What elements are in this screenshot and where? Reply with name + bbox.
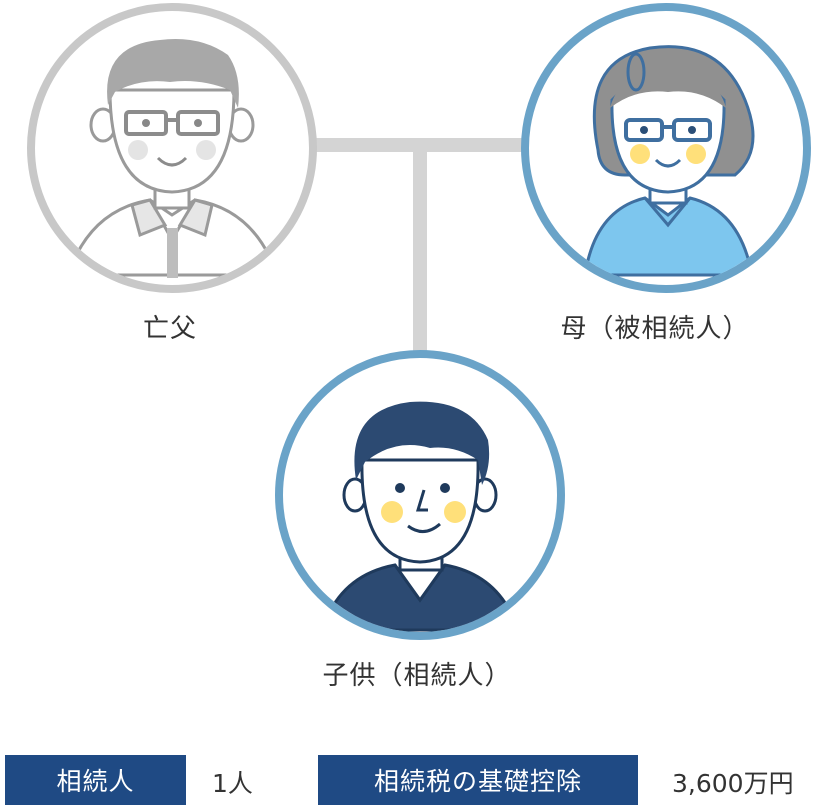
heirs-count-label: 相続人 [5, 755, 186, 805]
spouse-connector [315, 138, 530, 152]
family-connectors [315, 138, 530, 362]
basic-deduction-label: 相続税の基礎控除 [318, 755, 638, 805]
child-portrait [275, 350, 565, 640]
mother-label: 母（被相続人） [560, 314, 750, 344]
mother-portrait [521, 3, 811, 293]
child-label: 子供（相続人） [322, 661, 512, 691]
basic-deduction-value: 3,600万円 [672, 769, 794, 798]
heirs-count-value: 1人 [212, 769, 253, 798]
father-label: 亡父 [142, 314, 198, 344]
father-portrait [27, 3, 317, 293]
descendant-connector [413, 150, 427, 362]
